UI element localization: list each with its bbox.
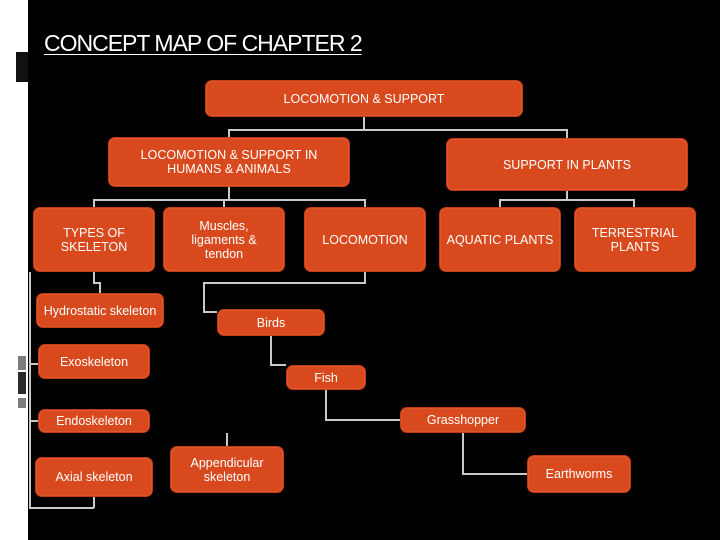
connector	[325, 390, 410, 421]
left-margin-strip	[0, 0, 28, 540]
node-earthworms: Earthworms	[527, 455, 631, 493]
connector	[364, 129, 568, 138]
node-endoskeleton: Endoskeleton	[38, 409, 150, 433]
node-support-plants: SUPPORT IN PLANTS	[446, 138, 688, 191]
node-muscles: Muscles, ligaments & tendon	[163, 207, 285, 272]
node-axial-skeleton: Axial skeleton	[35, 457, 153, 497]
node-root: LOCOMOTION & SUPPORT	[205, 80, 523, 117]
decorative-bar	[18, 356, 26, 370]
node-appendicular-skeleton: Appendicular skeleton	[170, 446, 284, 493]
decorative-bar	[18, 398, 26, 408]
connector	[499, 191, 568, 207]
node-hydrostatic-skeleton: Hydrostatic skeleton	[36, 293, 164, 328]
node-grasshopper: Grasshopper	[400, 407, 526, 433]
connector	[567, 199, 635, 207]
connector	[93, 187, 230, 207]
connector	[223, 199, 229, 207]
node-fish: Fish	[286, 365, 366, 390]
connector	[270, 336, 286, 366]
connector	[29, 272, 94, 509]
connector	[228, 117, 365, 137]
connector	[203, 272, 366, 313]
connector	[462, 433, 527, 475]
node-exoskeleton: Exoskeleton	[38, 344, 150, 379]
node-humans-animals: LOCOMOTION & SUPPORT IN HUMANS & ANIMALS	[108, 137, 350, 187]
connector	[93, 272, 101, 293]
decorative-bar	[18, 372, 26, 394]
node-locomotion: LOCOMOTION	[304, 207, 426, 272]
decorative-bar	[16, 52, 28, 82]
node-types-of-skeleton: TYPES OF SKELETON	[33, 207, 155, 272]
slide-title: CONCEPT MAP OF CHAPTER 2	[44, 30, 363, 56]
connector	[229, 199, 366, 207]
node-terrestrial-plants: TERRESTRIAL PLANTS	[574, 207, 696, 272]
node-birds: Birds	[217, 309, 325, 336]
node-aquatic-plants: AQUATIC PLANTS	[439, 207, 561, 272]
